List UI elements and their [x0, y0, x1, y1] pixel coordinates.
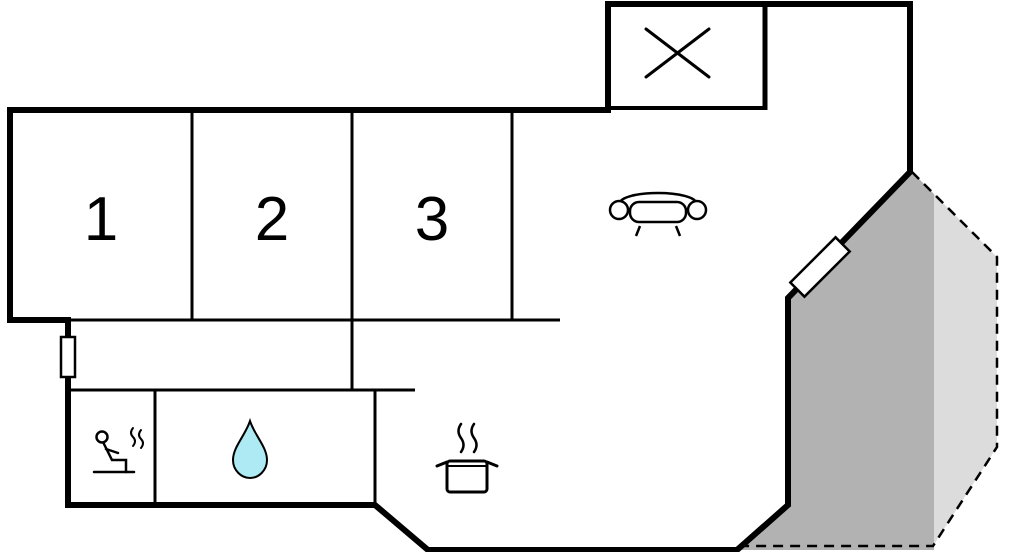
sofa-icon [608, 191, 708, 237]
room-1-label: 1 [84, 185, 118, 254]
terrace-dark-area [715, 172, 934, 550]
cross-icon [644, 27, 711, 79]
room-2-label: 2 [255, 185, 289, 254]
cooking-pot-icon [435, 422, 499, 494]
water-drop-icon [231, 417, 269, 480]
window-icon [59, 335, 77, 379]
room-3-label: 3 [415, 185, 449, 254]
window-icon [788, 235, 852, 299]
interior-walls [10, 110, 560, 505]
room-labels: 1 2 3 [84, 185, 449, 254]
terrace-dashed-outline [722, 171, 999, 548]
sauna-icon [92, 427, 144, 474]
top-room-walls [608, 4, 768, 110]
